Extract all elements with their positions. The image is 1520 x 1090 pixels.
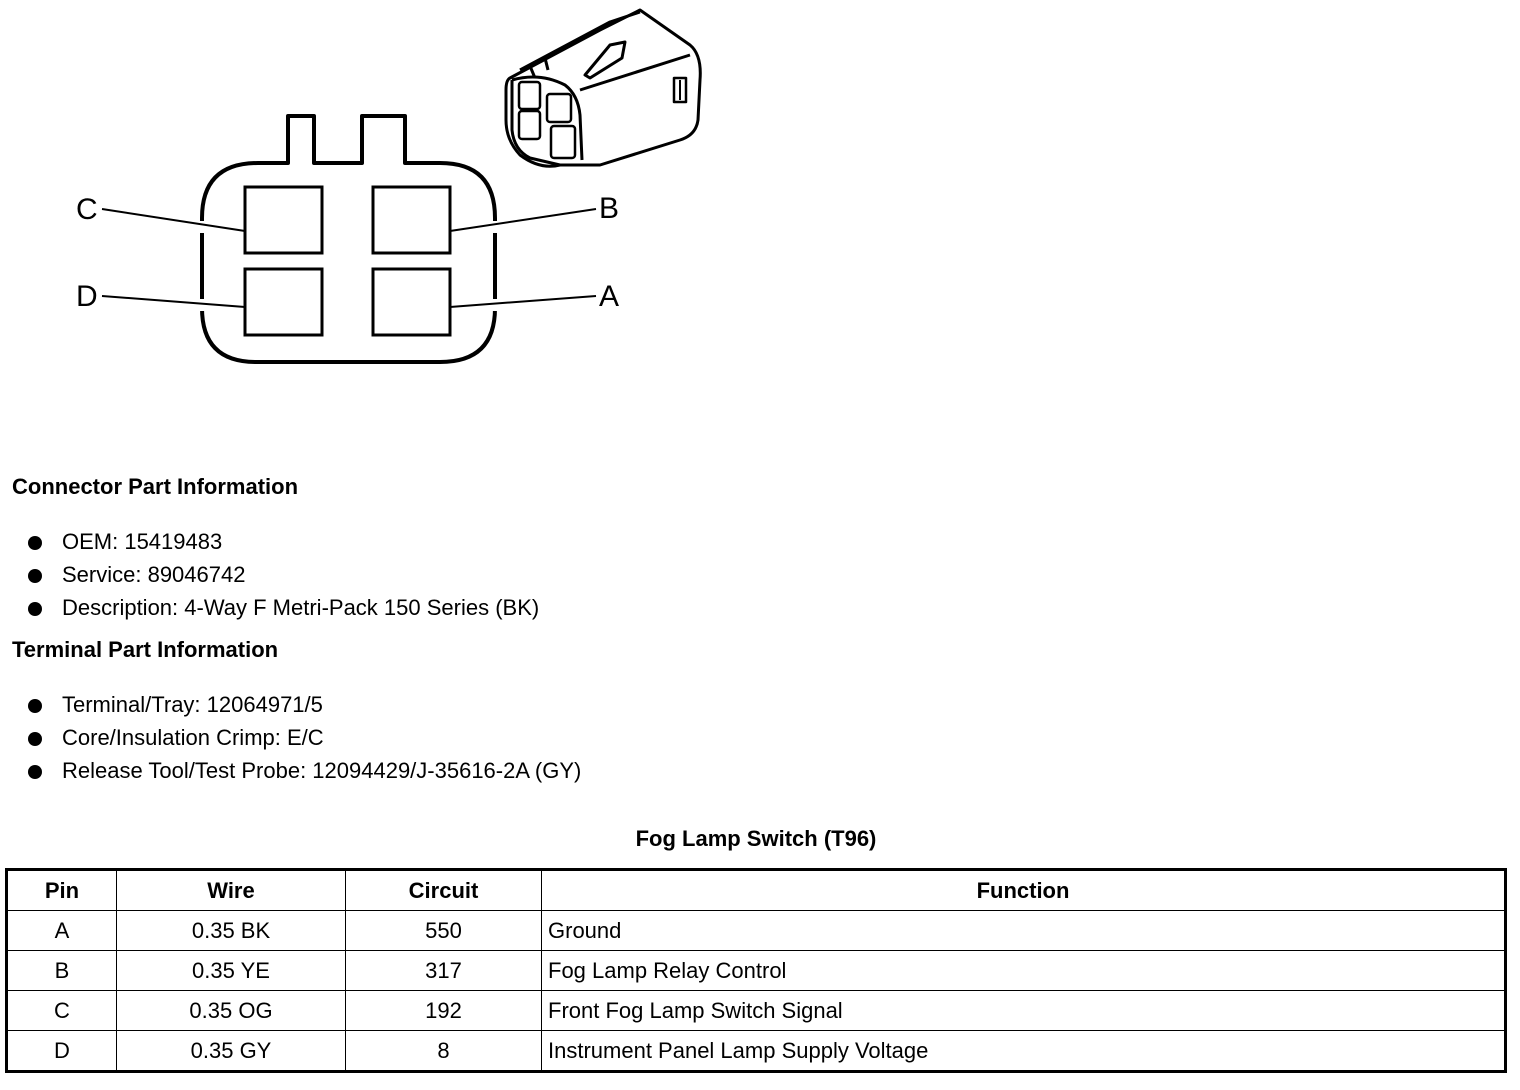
list-item: OEM: 15419483 <box>28 525 539 558</box>
pin-label-a: A <box>599 280 619 313</box>
bullet-icon <box>28 765 42 779</box>
cavity-b <box>371 185 452 255</box>
circuit-cell: 550 <box>345 910 542 951</box>
cavity-d <box>243 267 324 337</box>
connector-3d-view <box>504 8 702 168</box>
list-item: Service: 89046742 <box>28 558 539 591</box>
pin-label-c: C <box>76 193 98 226</box>
bullet-icon <box>28 699 42 713</box>
function-cell: Fog Lamp Relay Control <box>541 950 1506 991</box>
list-item: Description: 4-Way F Metri-Pack 150 Seri… <box>28 591 539 624</box>
connector-face-view <box>200 114 497 364</box>
connector-part-info-heading: Connector Part Information <box>12 474 299 499</box>
pin-cell: B <box>6 950 117 991</box>
circuit-cell: 192 <box>345 990 542 1031</box>
list-item: Release Tool/Test Probe: 12094429/J-3561… <box>28 754 581 787</box>
cavity-a <box>371 267 452 337</box>
table-row: C 0.35 OG 192 Front Fog Lamp Switch Sign… <box>6 990 1506 1031</box>
column-header-circuit: Circuit <box>345 869 542 911</box>
terminal-part-info-heading: Terminal Part Information <box>12 637 279 662</box>
column-header-function: Function <box>541 869 1506 911</box>
bullet-icon <box>28 602 42 616</box>
leader-lines <box>101 208 597 308</box>
bullet-icon <box>28 569 42 583</box>
connector-part-info-list: OEM: 15419483 Service: 89046742 Descript… <box>28 525 539 624</box>
column-header-pin: Pin <box>6 869 117 911</box>
wire-cell: 0.35 YE <box>116 950 346 991</box>
list-item: Core/Insulation Crimp: E/C <box>28 721 581 754</box>
table-row: A 0.35 BK 550 Ground <box>6 910 1506 951</box>
function-cell: Ground <box>541 910 1506 951</box>
column-header-wire: Wire <box>116 869 346 911</box>
bullet-icon <box>28 536 42 550</box>
pin-cell: D <box>6 1030 117 1072</box>
wire-cell: 0.35 GY <box>116 1030 346 1072</box>
table-header-row: Pin Wire Circuit Function <box>6 869 1506 911</box>
wire-cell: 0.35 BK <box>116 910 346 951</box>
table-title: Fog Lamp Switch (T96) <box>635 826 877 851</box>
terminal-part-info-list: Terminal/Tray: 12064971/5 Core/Insulatio… <box>28 688 581 787</box>
cavity-c <box>243 185 324 255</box>
circuit-cell: 8 <box>345 1030 542 1072</box>
pin-label-d: D <box>76 280 98 313</box>
bullet-icon <box>28 732 42 746</box>
circuit-cell: 317 <box>345 950 542 991</box>
table-row: D 0.35 GY 8 Instrument Panel Lamp Supply… <box>6 1030 1506 1072</box>
pin-cell: C <box>6 990 117 1031</box>
table-row: B 0.35 YE 317 Fog Lamp Relay Control <box>6 950 1506 991</box>
function-cell: Instrument Panel Lamp Supply Voltage <box>541 1030 1506 1072</box>
function-cell: Front Fog Lamp Switch Signal <box>541 990 1506 1031</box>
pinout-table: Pin Wire Circuit Function A 0.35 BK 550 … <box>5 868 1507 1073</box>
wire-cell: 0.35 OG <box>116 990 346 1031</box>
connector-diagram: C D B A <box>76 8 702 364</box>
pin-label-b: B <box>599 192 619 225</box>
pin-cell: A <box>6 910 117 951</box>
list-item: Terminal/Tray: 12064971/5 <box>28 688 581 721</box>
